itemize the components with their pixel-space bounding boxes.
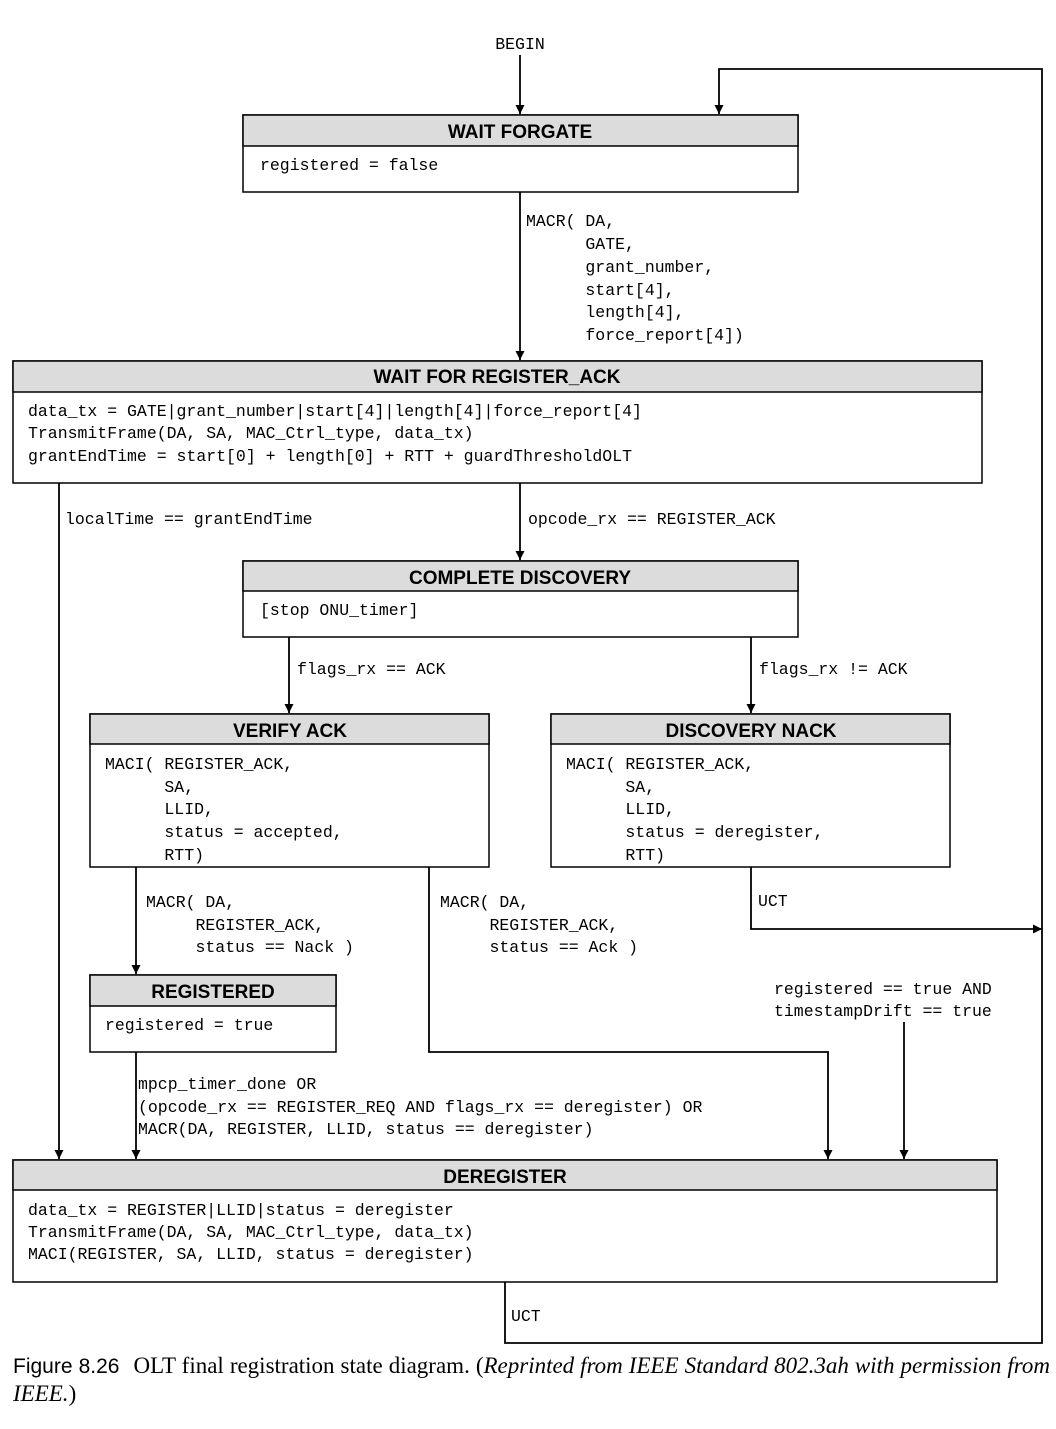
svg-text:MACR( DA,: MACR( DA, <box>440 893 529 912</box>
state-title: COMPLETE DISCOVERY <box>409 568 631 589</box>
state-registered: REGISTERED registered = true <box>89 974 337 1053</box>
svg-text:grant_number,: grant_number, <box>526 258 714 277</box>
svg-text:status == Nack ): status == Nack ) <box>146 938 354 957</box>
transition-register-ack-rx: opcode_rx == REGISTER_ACK <box>528 510 776 529</box>
state-action: [stop ONU_timer] <box>260 601 418 620</box>
svg-text:start[4],: start[4], <box>526 281 675 300</box>
svg-text:length[4],: length[4], <box>526 303 684 322</box>
state-action: LLID, <box>566 800 675 819</box>
state-action: registered = true <box>105 1016 273 1035</box>
transition-grant-timeout: localTime == grantEndTime <box>65 510 313 529</box>
state-discovery-nack: DISCOVERY NACK MACI( REGISTER_ACK, SA, L… <box>550 713 951 868</box>
figure-caption: Figure 8.26 OLT final registration state … <box>13 1352 1050 1407</box>
transition-flags-not-ack: flags_rx != ACK <box>759 660 908 679</box>
transition-status-ack: MACR( DA, REGISTER_ACK, status == Ack ) <box>440 893 638 957</box>
transition-gate-received: MACR( DA, GATE, grant_number, start[4], … <box>526 212 744 345</box>
state-action: LLID, <box>105 800 214 819</box>
state-action: MACI(REGISTER, SA, LLID, status = deregi… <box>28 1245 474 1264</box>
state-title: REGISTERED <box>151 982 275 1003</box>
state-action: grantEndTime = start[0] + length[0] + RT… <box>28 447 632 466</box>
state-diagram: BEGIN WAIT FORGATE registered = false MA… <box>12 35 1043 1344</box>
begin-label: BEGIN <box>495 35 545 54</box>
state-action: SA, <box>566 778 655 797</box>
transition-arrow <box>750 867 1042 934</box>
svg-text:mpcp_timer_done OR: mpcp_timer_done OR <box>138 1075 316 1094</box>
figure-label: Figure 8.26 <box>13 1355 120 1378</box>
state-wait-forgate: WAIT FORGATE registered = false <box>242 114 799 193</box>
state-action: registered = false <box>260 156 438 175</box>
caption-text: OLT final registration state diagram. ( <box>133 1353 484 1378</box>
transition-arrow <box>428 867 833 1159</box>
state-action: RTT) <box>105 846 204 865</box>
caption-close: ) <box>68 1381 77 1406</box>
transition-timestamp-drift: registered == true AND timestampDrift ==… <box>774 980 992 1021</box>
state-action: RTT) <box>566 846 665 865</box>
state-action: status = accepted, <box>105 823 343 842</box>
state-title: WAIT FOR REGISTER_ACK <box>373 367 620 388</box>
state-action: data_tx = GATE|grant_number|start[4]|len… <box>28 402 642 421</box>
transition-deregister-conditions: mpcp_timer_done OR (opcode_rx == REGISTE… <box>138 1075 702 1139</box>
state-title: VERIFY ACK <box>233 721 347 742</box>
svg-text:REGISTER_ACK,: REGISTER_ACK, <box>440 916 618 935</box>
svg-text:(opcode_rx == REGISTER_REQ AND: (opcode_rx == REGISTER_REQ AND flags_rx … <box>138 1098 702 1117</box>
svg-text:timestampDrift == true: timestampDrift == true <box>774 1002 992 1021</box>
state-wait-for-register-ack: WAIT FOR REGISTER_ACK data_tx = GATE|gra… <box>12 360 983 484</box>
caption-italic: Reprinted from IEEE Standard 802.3ah wit… <box>13 1353 1050 1406</box>
state-title: WAIT FORGATE <box>448 122 592 143</box>
state-deregister: DEREGISTER data_tx = REGISTER|LLID|statu… <box>12 1159 998 1283</box>
state-action: MACI( REGISTER_ACK, <box>566 755 754 774</box>
transition-uct-deregister: UCT <box>511 1307 541 1326</box>
svg-text:MACR( DA,: MACR( DA, <box>146 893 235 912</box>
state-title: DEREGISTER <box>443 1167 567 1188</box>
svg-text:REGISTER_ACK,: REGISTER_ACK, <box>146 916 324 935</box>
state-action: TransmitFrame(DA, SA, MAC_Ctrl_type, dat… <box>28 1223 474 1242</box>
transition-uct-nack: UCT <box>758 892 788 911</box>
state-action: TransmitFrame(DA, SA, MAC_Ctrl_type, dat… <box>28 424 474 443</box>
transition-status-nack: MACR( DA, REGISTER_ACK, status == Nack ) <box>146 893 354 957</box>
svg-text:registered == true AND: registered == true AND <box>774 980 992 999</box>
svg-text:status == Ack ): status == Ack ) <box>440 938 638 957</box>
state-action: MACI( REGISTER_ACK, <box>105 755 293 774</box>
state-verify-ack: VERIFY ACK MACI( REGISTER_ACK, SA, LLID,… <box>89 713 490 868</box>
state-action: data_tx = REGISTER|LLID|status = deregis… <box>28 1201 454 1220</box>
state-complete-discovery: COMPLETE DISCOVERY [stop ONU_timer] <box>242 560 799 638</box>
svg-text:MACR( DA,: MACR( DA, <box>526 212 615 231</box>
svg-text:MACR(DA, REGISTER, LLID, statu: MACR(DA, REGISTER, LLID, status == dereg… <box>138 1120 593 1139</box>
svg-text:GATE,: GATE, <box>526 235 635 254</box>
state-action: status = deregister, <box>566 823 823 842</box>
state-title: DISCOVERY NACK <box>665 721 836 742</box>
state-action: SA, <box>105 778 194 797</box>
svg-text:force_report[4]): force_report[4]) <box>526 326 744 345</box>
transition-flags-ack: flags_rx == ACK <box>297 660 446 679</box>
transition-loop-arrow <box>504 68 1043 1344</box>
